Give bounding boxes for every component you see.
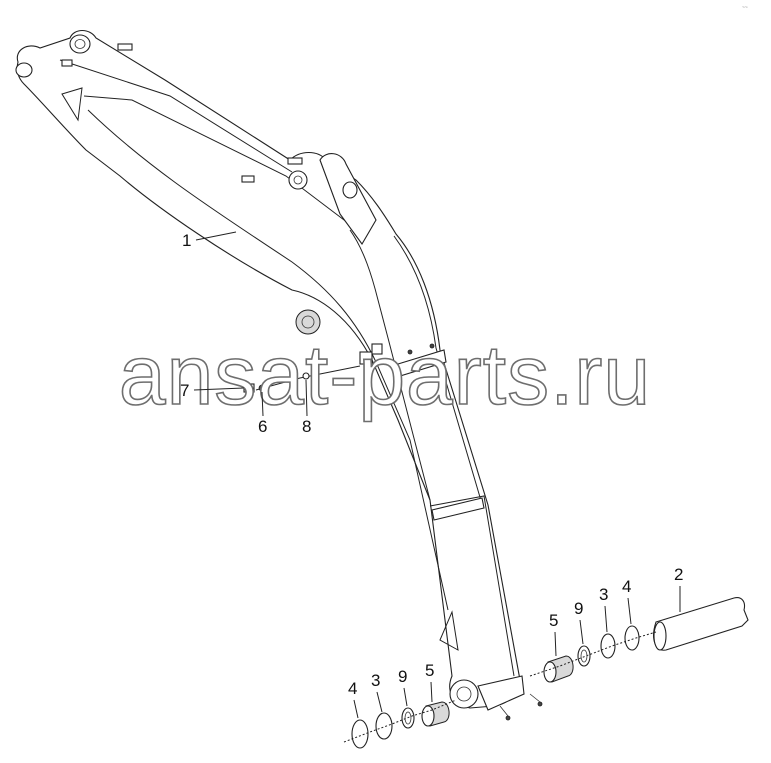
top-bracket-2 bbox=[61, 59, 73, 67]
grease-nipple bbox=[505, 715, 511, 721]
top-bracket-4 bbox=[241, 175, 255, 183]
boom-foot-eye-right bbox=[69, 34, 91, 54]
tube-8-end bbox=[302, 372, 310, 380]
tube-8 bbox=[255, 365, 361, 391]
head-cutout bbox=[439, 610, 459, 651]
callout-4-left: 4 bbox=[348, 679, 357, 698]
callout-1: 1 bbox=[182, 231, 191, 250]
ring-9-right bbox=[577, 645, 591, 667]
boom-side-boss bbox=[295, 309, 321, 335]
clamp-band-upper bbox=[397, 349, 447, 377]
callout-2: 2 bbox=[674, 565, 683, 584]
callout-3-left: 3 bbox=[371, 671, 380, 690]
bolt bbox=[407, 349, 413, 355]
fitting-6-part bbox=[258, 384, 266, 392]
corner-mark: ~~ bbox=[742, 5, 748, 11]
top-bracket-3 bbox=[287, 157, 303, 165]
foot-cutout bbox=[61, 87, 83, 122]
top-bracket-1 bbox=[117, 43, 133, 51]
boom-side-crease bbox=[349, 229, 431, 501]
callout-6: 6 bbox=[258, 417, 267, 436]
cylinder-mount-eye bbox=[288, 170, 308, 190]
pipe-clamp-block-2 bbox=[371, 343, 383, 355]
grease-nipple bbox=[537, 701, 543, 707]
boom-head-eye bbox=[449, 679, 479, 709]
right-pin-stack bbox=[529, 597, 749, 683]
boom-foot-eye-left bbox=[15, 62, 33, 78]
pin-2 bbox=[653, 597, 749, 651]
callouts: 1 2 3 4 9 5 4 3 9 5 7 6 8 bbox=[180, 231, 683, 719]
boom-lower-plate bbox=[429, 495, 515, 677]
boom-lower-edge bbox=[87, 109, 449, 611]
cylinder-mount-eye-2 bbox=[342, 181, 358, 199]
callout-5-left: 5 bbox=[425, 661, 434, 680]
boom-inner-edge bbox=[83, 95, 353, 227]
washer-3-left bbox=[375, 712, 393, 740]
callout-9-left: 9 bbox=[398, 667, 407, 686]
washer-3-right bbox=[600, 633, 616, 659]
washer-4-right bbox=[624, 625, 640, 651]
cylinder-mount-plate bbox=[319, 153, 377, 246]
boom-arm-edge bbox=[393, 235, 483, 505]
washer-4-left bbox=[351, 719, 369, 749]
fittings-group bbox=[243, 365, 361, 393]
boom-assembly bbox=[15, 29, 543, 721]
callout-8: 8 bbox=[302, 417, 311, 436]
boom-top-edge bbox=[59, 59, 293, 173]
bolt bbox=[429, 343, 435, 349]
clamp-band-lower bbox=[431, 497, 485, 521]
callout-5-right: 5 bbox=[549, 611, 558, 630]
pipe-clamp-block bbox=[359, 351, 373, 365]
boom-head-lug bbox=[477, 675, 525, 711]
left-pin-stack bbox=[343, 699, 457, 749]
callout-9-right: 9 bbox=[574, 599, 583, 618]
callout-4-right: 4 bbox=[622, 577, 631, 596]
pin-2-end bbox=[653, 621, 667, 651]
callout-3-right: 3 bbox=[599, 585, 608, 604]
watermark-text: ansat-parts.ru bbox=[119, 328, 651, 422]
callout-7: 7 bbox=[180, 381, 189, 400]
